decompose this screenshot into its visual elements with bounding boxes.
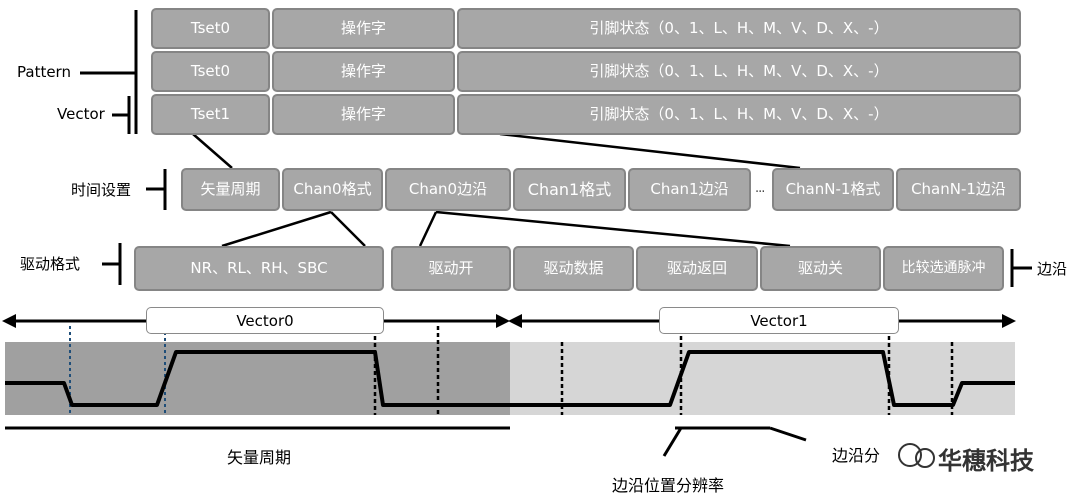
opcode-cell: 操作字 (272, 51, 455, 92)
black-markers (373, 326, 954, 415)
vector0-band (5, 342, 510, 415)
drive-format-bracket (102, 243, 122, 285)
vector1-label: Vector1 (659, 307, 899, 334)
pin-state-cell: 引脚状态（0、1、L、H、M、V、D、X、-） (457, 8, 1021, 49)
period-label: 矢量周期 (227, 448, 292, 467)
time-setting-bracket (146, 169, 167, 210)
drive-item-compare-strobe: 比较选通脉冲 (883, 246, 1004, 291)
time-item-chann1-edge: ChanN-1边沿 (896, 168, 1021, 211)
vector-label: Vector (57, 105, 105, 123)
tset-cell: Tset0 (151, 8, 270, 49)
drive-item-drive-off: 驱动关 (760, 246, 881, 291)
drive-item-drive-data: 驱动数据 (513, 246, 634, 291)
edge-resolution-label: 边沿位置分辨率 (612, 476, 725, 495)
time-item-chan0-format: Chan0格式 (282, 168, 383, 211)
drive-item-drive-return: 驱动返回 (636, 246, 758, 291)
edge-resolution-bracket (662, 426, 807, 457)
time-setting-label: 时间设置 (71, 181, 132, 199)
vector0-label: Vector0 (146, 307, 384, 334)
tset-cell: Tset0 (151, 51, 270, 92)
opcode-cell: 操作字 (272, 94, 455, 135)
pin-state-cell: 引脚状态（0、1、L、H、M、V、D、X、-） (457, 94, 1021, 135)
time-item-chan1-edge: Chan1边沿 (628, 168, 751, 211)
waveform (5, 350, 1015, 407)
drive-item-drive-on: 驱动开 (391, 246, 511, 291)
watermark-text: 华穗科技 (938, 447, 1034, 475)
drive-format-label: 驱动格式 (20, 255, 81, 273)
time-item-chan0-edge: Chan0边沿 (385, 168, 511, 211)
time-item-chan1-format: Chan1格式 (513, 168, 626, 211)
edge-label: 边沿 (1037, 260, 1068, 278)
time-item-vector-period: 矢量周期 (181, 168, 280, 211)
ellipsis: ... (755, 181, 765, 196)
watermark-logo (898, 443, 935, 468)
connector-lines (192, 132, 801, 248)
opcode-cell: 操作字 (272, 8, 455, 49)
edge-partial-label: 边沿分 (832, 446, 881, 465)
vector1-band (510, 342, 1015, 415)
pattern-bracket (80, 10, 138, 134)
pin-state-cell: 引脚状态（0、1、L、H、M、V、D、X、-） (457, 51, 1021, 92)
edge-bracket (1010, 249, 1032, 287)
drive-item-formats: NR、RL、RH、SBC (134, 246, 384, 291)
time-item-chann1-format: ChanN-1格式 (772, 168, 894, 211)
pattern-label: Pattern (17, 63, 71, 81)
tset-cell: Tset1 (151, 94, 270, 135)
vector-bracket (112, 96, 131, 134)
